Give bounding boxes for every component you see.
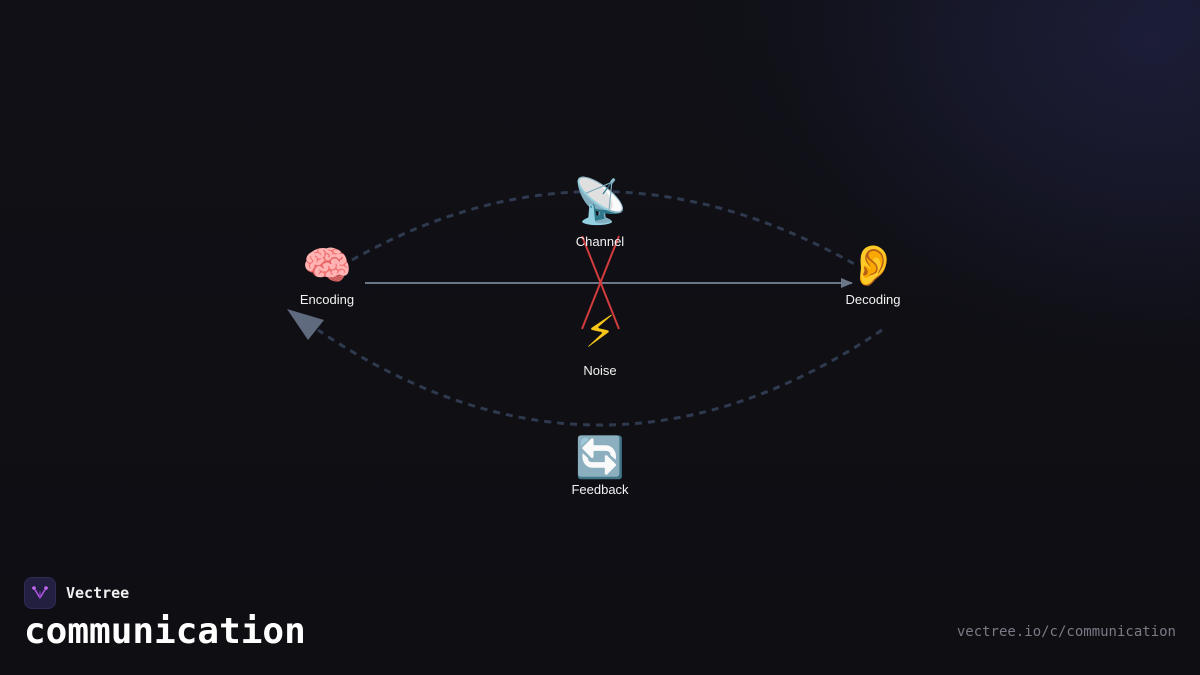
node-decoding: 👂 Decoding: [846, 246, 901, 307]
page-url[interactable]: vectree.io/c/communication: [956, 624, 1176, 640]
node-noise: ⚡ Noise: [583, 307, 617, 379]
feedback-label: Feedback: [571, 482, 629, 497]
node-feedback: 🔄 Feedback: [571, 438, 628, 497]
satellite-dish-icon: 📡: [572, 176, 628, 227]
brain-icon: 🧠: [302, 243, 352, 289]
page-title: communication: [24, 611, 306, 652]
decoding-label: Decoding: [845, 292, 901, 307]
brand-name: Vectree: [66, 584, 130, 602]
feedback-dashed-arc: [317, 328, 883, 427]
node-encoding: 🧠 Encoding: [300, 246, 354, 307]
lightning-icon: ⚡: [584, 307, 616, 358]
top-dashed-arc: [351, 190, 859, 268]
feedback-arrowhead: [287, 309, 324, 340]
noise-cross-line-2: [581, 235, 620, 330]
vectree-logo-icon: [24, 577, 56, 609]
brand[interactable]: Vectree: [24, 577, 129, 609]
channel-label: Channel: [575, 234, 625, 249]
refresh-arrows-icon: 🔄: [575, 435, 625, 481]
noise-label: Noise: [583, 363, 617, 378]
node-channel: 📡 Channel: [572, 176, 628, 250]
encoding-label: Encoding: [299, 292, 355, 307]
ear-icon: 👂: [848, 243, 898, 289]
